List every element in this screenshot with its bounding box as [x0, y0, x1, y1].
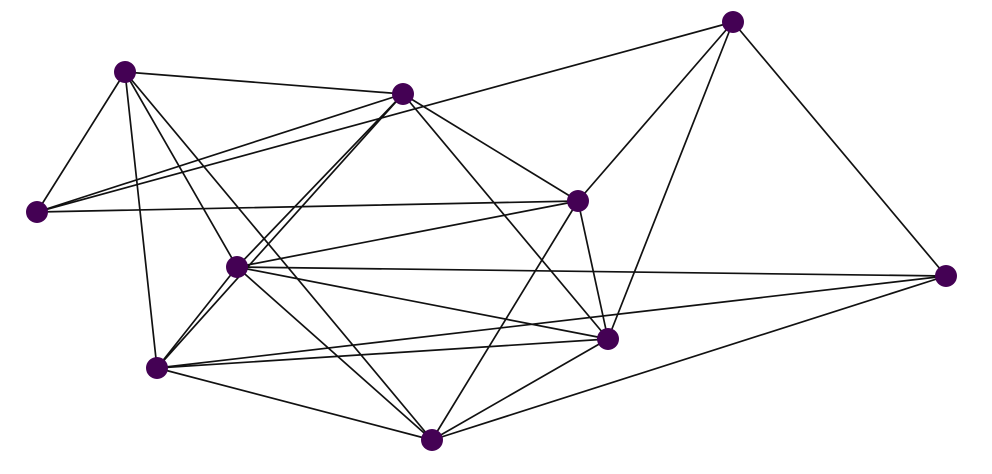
edge-n2-n7	[402, 93, 609, 340]
nodes-layer	[26, 11, 957, 451]
node-n2	[392, 83, 414, 105]
node-n8	[935, 265, 957, 287]
node-n7	[597, 328, 619, 350]
edge-n5-n7	[156, 338, 609, 369]
node-n0	[26, 201, 48, 223]
edge-n1-n3	[124, 71, 238, 268]
node-n9	[722, 11, 744, 33]
edge-n6-n8	[431, 275, 947, 441]
node-n6	[421, 429, 443, 451]
edge-n1-n2	[124, 71, 404, 95]
edge-n3-n4	[236, 200, 579, 268]
edge-n3-n5	[156, 266, 238, 369]
edge-n2-n4	[402, 93, 579, 202]
edge-n2-n5	[156, 93, 404, 369]
edge-n2-n0	[36, 93, 404, 213]
edges-layer	[36, 21, 947, 441]
edge-n0-n9	[36, 21, 734, 213]
edge-n3-n8	[236, 266, 947, 277]
edge-n1-n0	[36, 71, 126, 213]
node-n4	[567, 190, 589, 212]
edge-n1-n5	[124, 71, 158, 369]
edge-n5-n8	[156, 275, 947, 369]
node-n3	[226, 256, 248, 278]
edge-n1-n6	[124, 71, 433, 441]
edge-n8-n9	[732, 21, 947, 277]
edge-n3-n6	[236, 266, 433, 441]
edge-n6-n7	[431, 338, 609, 441]
edge-n0-n4	[36, 200, 579, 213]
node-n5	[146, 357, 168, 379]
edge-n7-n9	[607, 21, 734, 340]
node-n1	[114, 61, 136, 83]
edge-n2-n3	[236, 93, 404, 268]
edge-n4-n9	[577, 21, 734, 202]
edge-n5-n6	[156, 367, 433, 441]
edge-n4-n6	[431, 200, 579, 441]
edge-n3-n7	[236, 266, 609, 340]
